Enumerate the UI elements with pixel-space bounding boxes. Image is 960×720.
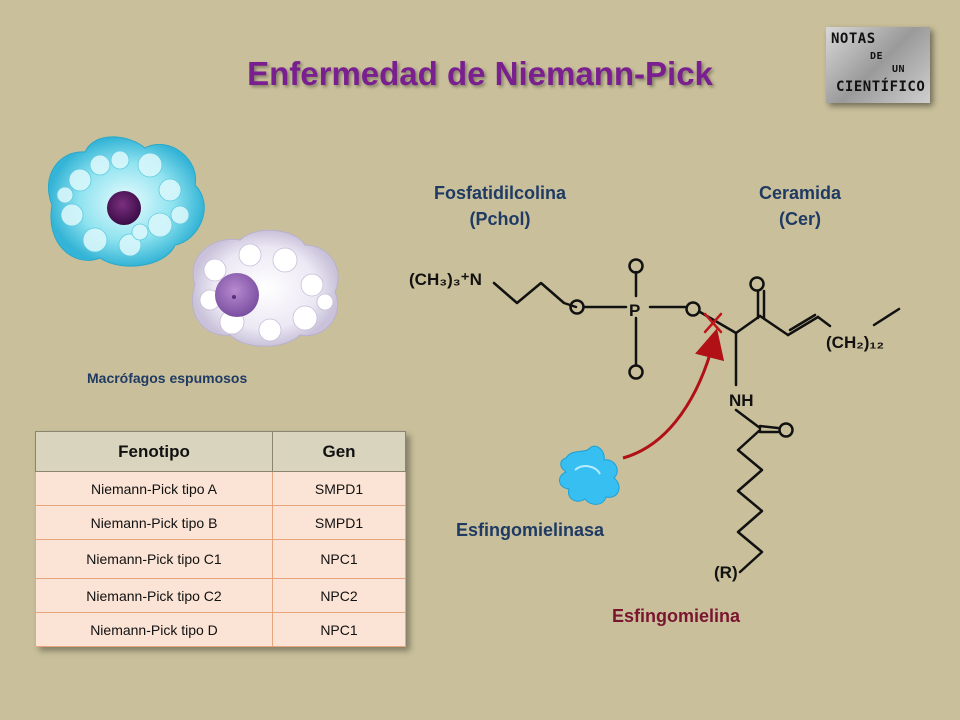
logo-line-4: CIENTÍFICO: [836, 79, 926, 95]
table-row: Niemann-Pick tipo C2 NPC2: [35, 578, 406, 613]
sphingomyelin-structure: [492, 270, 901, 574]
gene-cell: SMPD1: [272, 471, 406, 506]
table-row: Niemann-Pick tipo C1 NPC1: [35, 539, 406, 579]
phenotype-cell: Niemann-Pick tipo B: [35, 505, 273, 540]
phenotype-table: Fenotipo Gen Niemann-Pick tipo A SMPD1 N…: [35, 431, 406, 647]
logo: NOTAS DE UN CIENTÍFICO: [826, 27, 930, 103]
table-row: Niemann-Pick tipo D NPC1: [35, 612, 406, 647]
enzyme-arrow: [622, 328, 725, 460]
r-group-label: (R): [714, 563, 738, 582]
blue-macrophage: [47, 136, 205, 267]
table-header-row: Fenotipo Gen: [35, 431, 406, 472]
logo-line-3: UN: [892, 64, 906, 75]
nh-label: NH: [729, 391, 754, 410]
logo-line-2: DE: [870, 51, 884, 62]
choline-label: (CH₃)₃⁺N: [409, 270, 482, 289]
logo-line-1: NOTAS: [831, 31, 876, 47]
cer-abbrev: (Cer): [778, 209, 821, 229]
header-fenotipo: Fenotipo: [35, 431, 273, 472]
phosphorus-label: P: [629, 301, 640, 320]
cer-label: Ceramida (Cer): [720, 180, 880, 232]
phenotype-cell: Niemann-Pick tipo A: [35, 471, 273, 506]
gene-cell: NPC2: [272, 578, 406, 613]
product-label: Esfingomielina: [612, 606, 741, 626]
gene-cell: SMPD1: [272, 505, 406, 540]
pchol-name: Fosfatidilcolina: [433, 183, 566, 203]
table-row: Niemann-Pick tipo A SMPD1: [35, 471, 406, 506]
enzyme-label: Esfingomielinasa: [456, 520, 605, 540]
page-title: Enfermedad de Niemann-Pick: [247, 55, 713, 92]
phenotype-cell: Niemann-Pick tipo C1: [35, 539, 273, 579]
white-macrophage: [191, 229, 339, 347]
gene-cell: NPC1: [272, 539, 406, 579]
pchol-label: Fosfatidilcolina (Pchol): [400, 180, 600, 232]
cer-name: Ceramida: [758, 183, 842, 203]
phenotype-cell: Niemann-Pick tipo D: [35, 612, 273, 647]
gene-cell: NPC1: [272, 612, 406, 647]
header-gen: Gen: [272, 431, 406, 472]
table-row: Niemann-Pick tipo B SMPD1: [35, 505, 406, 540]
macrophage-caption: Macrófagos espumosos: [87, 370, 248, 386]
oxygen-atoms: [569, 258, 794, 438]
enzyme-icon: [559, 445, 620, 505]
phenotype-cell: Niemann-Pick tipo C2: [35, 578, 273, 613]
pchol-abbrev: (Pchol): [469, 209, 531, 229]
ch2-label: (CH₂)₁₂: [826, 333, 884, 352]
